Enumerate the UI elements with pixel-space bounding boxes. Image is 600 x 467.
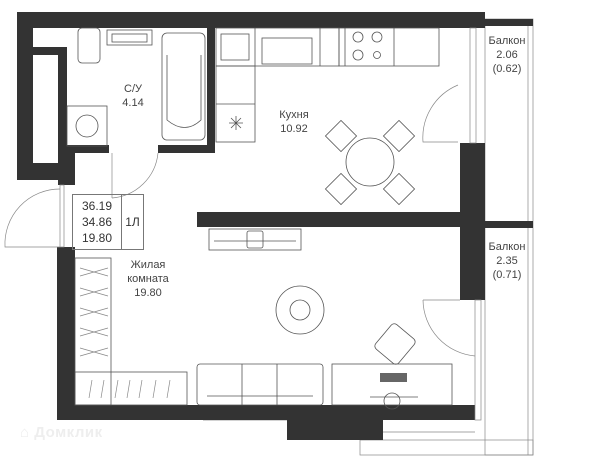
balcony-top-name: Балкон xyxy=(488,35,526,47)
balcony-bottom-reduced: (0.71) xyxy=(492,269,522,281)
vent-icon xyxy=(229,116,243,130)
balcony-bottom-area: 2.35 xyxy=(496,255,518,267)
bathtub-icon xyxy=(161,32,206,141)
kitchen-label: Кухня 10.92 xyxy=(274,108,314,136)
kitchen-fixtures xyxy=(215,27,440,206)
balcony-top-area: 2.06 xyxy=(496,49,518,61)
toilet-icon xyxy=(77,27,101,64)
living-area-total: 19.80 xyxy=(81,231,113,245)
living-name-2: комната xyxy=(127,273,169,285)
kitchen-sink-icon xyxy=(261,37,313,65)
balcony-bottom-name: Балкон xyxy=(488,241,526,253)
walls xyxy=(17,12,533,440)
bathroom-area: 4.14 xyxy=(122,97,144,109)
burner-icon xyxy=(352,31,364,43)
washing-machine-icon xyxy=(66,105,108,147)
office-chair-icon xyxy=(374,323,416,365)
keyboard-icon xyxy=(380,373,407,382)
house-logo-icon: ⌂ xyxy=(20,424,30,441)
bathroom-name: С/У xyxy=(124,83,142,95)
desk-icon xyxy=(331,363,453,406)
kitchen-area: 10.92 xyxy=(280,123,308,135)
windows xyxy=(59,27,482,421)
total-area: 36.19 xyxy=(81,199,113,213)
summary-box: 36.19 34.86 19.80 1Л xyxy=(72,194,144,250)
doors xyxy=(4,84,476,357)
apartment-type: 1Л xyxy=(125,215,140,229)
watermark-text: Домклик xyxy=(34,424,103,441)
living-name-1: Жилая xyxy=(130,259,166,271)
balcony-top-label: Балкон 2.06 (0.62) xyxy=(485,34,529,76)
stove-grill-icon xyxy=(220,33,250,61)
area-without-balcony: 34.86 xyxy=(81,215,113,229)
living-label: Жилая комната 19.80 xyxy=(118,258,178,300)
sofa-icon xyxy=(196,363,324,406)
tv-icon xyxy=(208,228,302,251)
chairs-icon xyxy=(324,119,416,206)
balcony-bottom-label: Балкон 2.35 (0.71) xyxy=(485,240,529,282)
balcony-top-reduced: (0.62) xyxy=(492,63,522,75)
living-furniture xyxy=(74,228,453,410)
dining-table-icon xyxy=(345,137,395,187)
kitchen-name: Кухня xyxy=(279,109,309,121)
rug-icon xyxy=(275,285,325,335)
bathroom-fixtures xyxy=(66,27,206,147)
living-area: 19.80 xyxy=(134,287,162,299)
bathroom-label: С/У 4.14 xyxy=(113,82,153,110)
watermark: ⌂ Домклик xyxy=(20,424,103,441)
sink-icon xyxy=(106,29,153,46)
